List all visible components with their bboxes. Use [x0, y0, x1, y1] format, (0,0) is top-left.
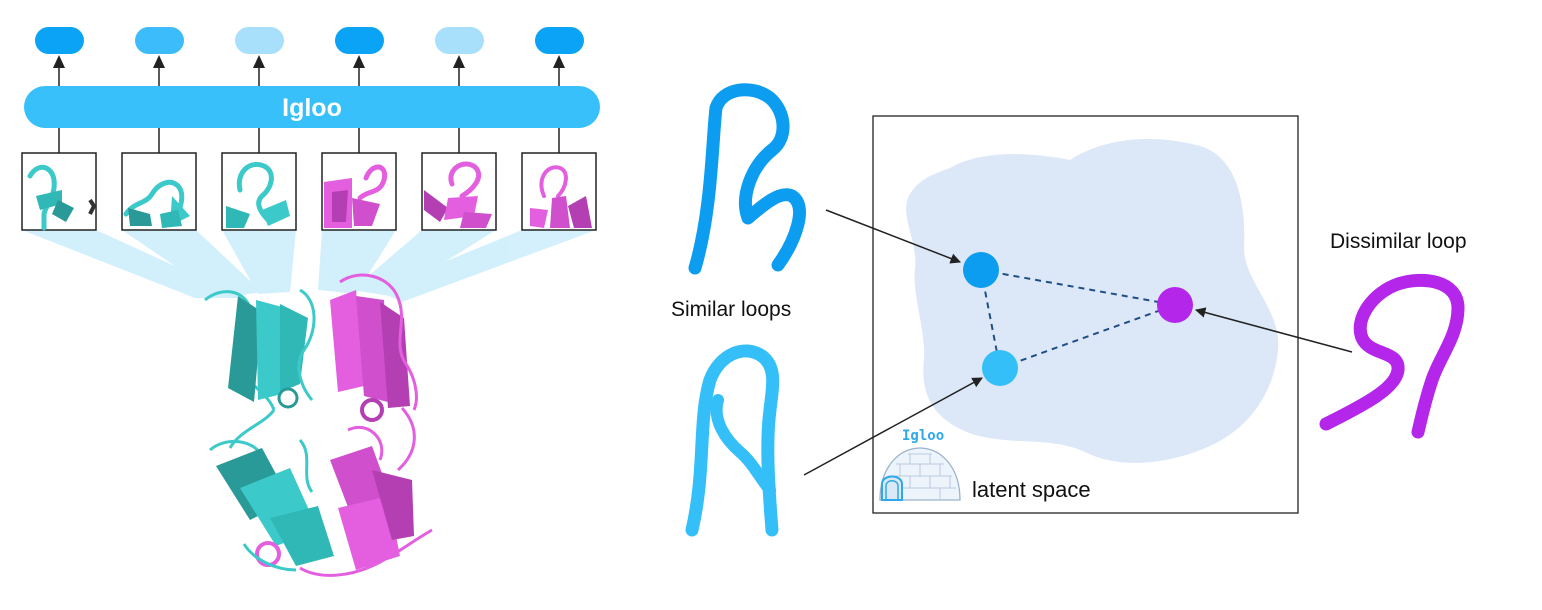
igloo-model-bar — [24, 86, 600, 128]
output-token-3 — [235, 27, 284, 54]
arrow-dissimilar — [1194, 307, 1353, 353]
output-token-5 — [435, 27, 484, 54]
similar-loop-b-inner — [710, 394, 776, 496]
dissimilar-loop — [1319, 273, 1465, 439]
arrow-up-icon — [353, 55, 365, 68]
panel-connectors — [58, 128, 560, 153]
arrow-similar-a — [825, 209, 961, 264]
similar-loop-b — [685, 344, 780, 537]
output-token-6 — [535, 27, 584, 54]
loop-panel-1 — [21, 152, 97, 231]
igloo-icon: Igloo — [879, 428, 961, 501]
arrow-up-icon — [53, 55, 65, 68]
loop-panel-4 — [321, 152, 397, 231]
arrow-similar-b — [803, 377, 983, 476]
antibody-structure — [204, 273, 433, 577]
igloo-logo-text: Igloo — [902, 428, 944, 444]
embedding-arrows — [803, 209, 1353, 476]
loop-panel-2 — [121, 152, 197, 231]
loop-panel-6 — [521, 152, 597, 231]
output-arrows — [53, 55, 565, 87]
igloo-model-title: Igloo — [282, 94, 342, 122]
arrow-up-icon — [253, 55, 265, 68]
loop-panel-5 — [421, 152, 497, 231]
latent-space-label: latent space — [972, 477, 1091, 502]
similar-loops-label: Similar loops — [671, 298, 791, 321]
output-token-1 — [35, 27, 84, 54]
output-token-4 — [335, 27, 384, 54]
latent-point-dissimilar — [1157, 287, 1193, 323]
arrow-up-icon — [553, 55, 565, 68]
similar-loop-a — [688, 83, 806, 275]
latent-space-cloud — [906, 138, 1279, 463]
arrow-up-icon — [153, 55, 165, 68]
latent-point-similar-b — [982, 350, 1018, 386]
dissimilar-loop-label: Dissimilar loop — [1330, 230, 1467, 253]
arrow-up-icon — [453, 55, 465, 68]
output-token-2 — [135, 27, 184, 54]
projection-fans — [22, 230, 596, 302]
output-tokens — [35, 27, 584, 54]
latent-point-similar-a — [963, 252, 999, 288]
loop-panel-3 — [221, 152, 297, 231]
loop-panels — [21, 152, 597, 231]
